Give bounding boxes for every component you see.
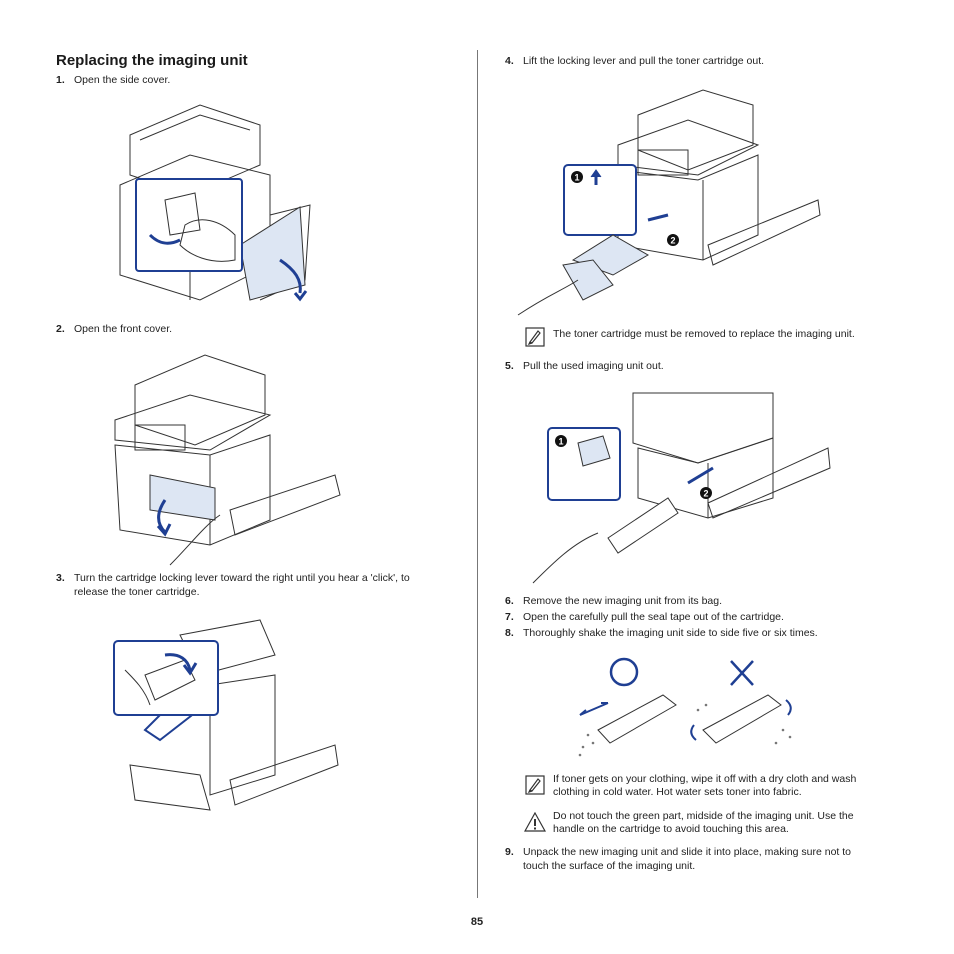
step-5: 5. Pull the used imaging unit out. <box>505 360 664 372</box>
incorrect-mark-icon <box>730 660 754 686</box>
note-toner-removal: The toner cartridge must be removed to r… <box>553 328 855 340</box>
step-1: 1. Open the side cover. <box>56 74 171 86</box>
step-6: 6. Remove the new imaging unit from its … <box>505 595 723 607</box>
step-8: 8. Thoroughly shake the imaging unit sid… <box>505 627 818 639</box>
figure-pull-imaging-unit: 1 2 <box>532 392 831 584</box>
note-clothing: If toner gets on your clothing, wipe it … <box>553 773 857 798</box>
note-icon <box>525 327 545 347</box>
step-4: 4. Lift the locking lever and pull the t… <box>505 55 765 67</box>
figure-turn-locking-lever <box>113 619 339 811</box>
note-icon <box>525 775 545 795</box>
step-9: 9. Unpack the new imaging unit and slide… <box>505 846 852 872</box>
figure-open-side-cover <box>119 104 311 302</box>
callout-1-step5: 1 <box>558 437 563 447</box>
warning-icon <box>524 812 546 832</box>
step-7: 7. Open the carefully pull the seal tape… <box>505 611 784 623</box>
warning-green-part: Do not touch the green part, midside of … <box>553 810 854 835</box>
figure-shake-imaging-unit <box>578 657 792 757</box>
correct-mark-icon <box>609 657 639 687</box>
callout-1: 1 <box>574 173 579 183</box>
figure-open-front-cover <box>114 354 341 566</box>
step-2: 2. Open the front cover. <box>56 323 173 335</box>
callout-2: 2 <box>670 236 675 246</box>
figure-pull-toner-cartridge: 1 2 <box>517 89 821 316</box>
page-number: 85 <box>470 916 484 928</box>
callout-2-step5: 2 <box>703 489 708 499</box>
step-3: 3. Turn the cartridge locking lever towa… <box>56 572 410 598</box>
column-divider <box>477 50 478 898</box>
section-title: Replacing the imaging unit <box>56 52 248 69</box>
